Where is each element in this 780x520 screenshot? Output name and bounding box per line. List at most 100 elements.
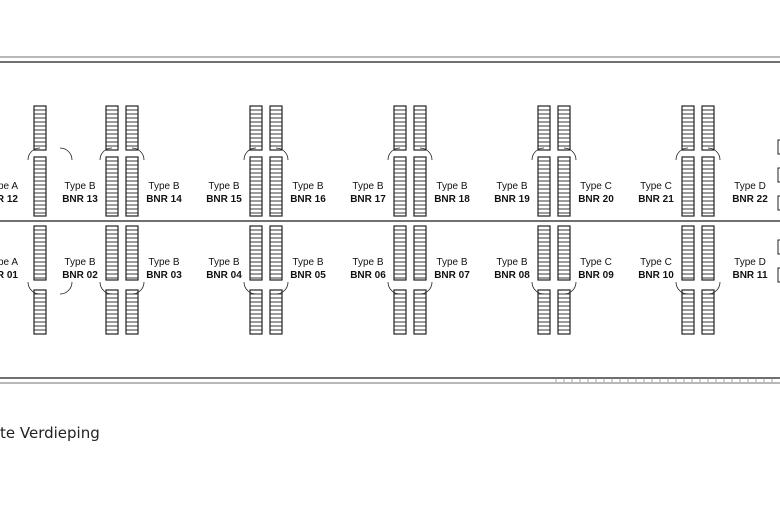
stair-run [33, 105, 47, 151]
door-swing [131, 281, 145, 295]
door-swing [131, 147, 145, 161]
stair-run [269, 289, 283, 335]
door-swing [531, 281, 545, 295]
floor-caption: te Verdieping [0, 424, 100, 442]
fixture-box [777, 267, 780, 283]
unit-type-label: Type C [640, 257, 672, 268]
stair-run [249, 289, 263, 335]
stair-run [125, 289, 139, 335]
stair-run [701, 225, 715, 281]
unit-type-label: Type B [292, 181, 323, 192]
unit-type-label: Type A [0, 181, 18, 192]
stair-run [413, 156, 427, 217]
door-swing [275, 281, 289, 295]
stair-run [33, 156, 47, 217]
door-swing [99, 147, 113, 161]
unit-number-label: BNR 03 [146, 270, 182, 281]
door-swing [387, 281, 401, 295]
unit-number-label: BNR 21 [638, 194, 674, 205]
unit-number-label: BNR 09 [578, 270, 614, 281]
unit-number-label: BNR 22 [732, 194, 768, 205]
stair-run [681, 225, 695, 281]
stair-run [393, 225, 407, 281]
stair-run [393, 105, 407, 151]
stair-run [681, 105, 695, 151]
stair-run [557, 156, 571, 217]
door-swing [419, 281, 433, 295]
stair-run [413, 289, 427, 335]
stair-run [413, 225, 427, 281]
unit-type-label: Type B [64, 181, 95, 192]
door-swing [275, 147, 289, 161]
door-swing [99, 281, 113, 295]
stair-run [701, 156, 715, 217]
unit-number-label: BNR 06 [350, 270, 386, 281]
stair-run [537, 105, 551, 151]
unit-type-label: Type B [436, 257, 467, 268]
stair-run [249, 105, 263, 151]
fixture-box [777, 167, 780, 183]
unit-type-label: Type D [734, 181, 766, 192]
unit-number-label: BNR 08 [494, 270, 530, 281]
door-swing [675, 281, 689, 295]
door-swing [59, 281, 73, 295]
unit-type-label: Type B [148, 257, 179, 268]
unit-type-label: Type B [352, 181, 383, 192]
fixture-box [777, 139, 780, 155]
stair-run [33, 225, 47, 281]
door-swing [707, 281, 721, 295]
unit-number-label: BNR 07 [434, 270, 470, 281]
door-swing [563, 281, 577, 295]
stair-run [125, 105, 139, 151]
unit-type-label: Type D [734, 257, 766, 268]
unit-type-label: Type B [436, 181, 467, 192]
stair-run [125, 156, 139, 217]
stair-run [557, 105, 571, 151]
door-swing [27, 281, 41, 295]
unit-type-label: Type B [148, 181, 179, 192]
door-swing [243, 147, 257, 161]
stair-run [537, 225, 551, 281]
stair-run [557, 225, 571, 281]
unit-number-label: BNR 02 [62, 270, 98, 281]
unit-number-label: BNR 19 [494, 194, 530, 205]
stair-run [105, 289, 119, 335]
stair-run [269, 225, 283, 281]
unit-type-label: Type B [352, 257, 383, 268]
fixture-box [777, 239, 780, 255]
unit-number-label: BNR 04 [206, 270, 242, 281]
unit-number-label: BNR 12 [0, 194, 18, 205]
door-swing [707, 147, 721, 161]
unit-number-label: BNR 01 [0, 270, 18, 281]
unit-number-label: BNR 17 [350, 194, 386, 205]
stair-run [105, 225, 119, 281]
stair-run [393, 156, 407, 217]
stair-run [33, 289, 47, 335]
unit-number-label: BNR 16 [290, 194, 326, 205]
unit-number-label: BNR 20 [578, 194, 614, 205]
unit-number-label: BNR 05 [290, 270, 326, 281]
unit-number-label: BNR 10 [638, 270, 674, 281]
stair-run [681, 156, 695, 217]
stair-run [105, 105, 119, 151]
stair-run [249, 156, 263, 217]
unit-type-label: Type B [64, 257, 95, 268]
door-swing [563, 147, 577, 161]
stair-run [269, 105, 283, 151]
unit-type-label: Type B [496, 181, 527, 192]
unit-type-label: Type C [580, 257, 612, 268]
stair-run [249, 225, 263, 281]
unit-type-label: Type B [292, 257, 323, 268]
stair-run [105, 156, 119, 217]
door-swing [675, 147, 689, 161]
unit-type-label: Type B [496, 257, 527, 268]
unit-type-label: Type A [0, 257, 18, 268]
unit-number-label: BNR 13 [62, 194, 98, 205]
door-swing [59, 147, 73, 161]
stair-run [681, 289, 695, 335]
stair-run [393, 289, 407, 335]
stair-run [413, 105, 427, 151]
stair-run [701, 289, 715, 335]
